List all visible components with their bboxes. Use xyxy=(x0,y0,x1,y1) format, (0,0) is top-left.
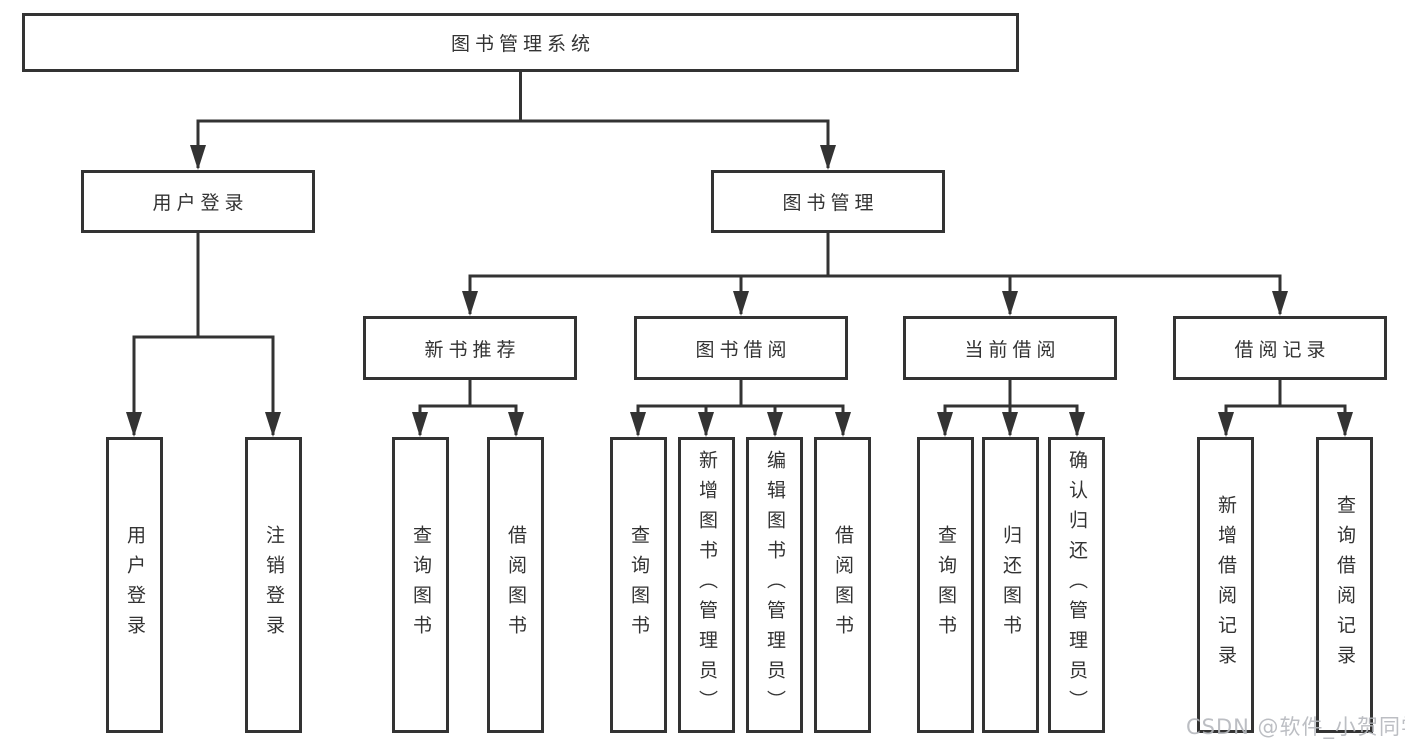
leaf-confirm-return-admin-label: 确认归还（管理员） xyxy=(1066,450,1088,720)
leaf-edit-book-admin: 编辑图书（管理员） xyxy=(746,437,803,733)
leaf-return-books-label: 归还图书 xyxy=(1000,525,1022,645)
leaf-add-book-admin: 新增图书（管理员） xyxy=(678,437,735,733)
leaf-add-borrow-record-label: 新增借阅记录 xyxy=(1215,495,1237,675)
leaf-borrow-books-borrowing: 借阅图书 xyxy=(814,437,871,733)
leaf-query-books-recommend: 查询图书 xyxy=(392,437,449,733)
leaf-query-books-borrowing: 查询图书 xyxy=(610,437,667,733)
csdn-watermark: CSDN @软件_小贺同学 xyxy=(1186,715,1405,739)
leaf-confirm-return-admin: 确认归还（管理员） xyxy=(1048,437,1105,733)
leaf-query-borrow-record: 查询借阅记录 xyxy=(1316,437,1373,733)
node-book-management: 图书管理 xyxy=(711,170,945,233)
leaf-borrow-books-borrowing-label: 借阅图书 xyxy=(832,525,854,645)
leaf-return-books: 归还图书 xyxy=(982,437,1039,733)
leaf-add-borrow-record: 新增借阅记录 xyxy=(1197,437,1254,733)
leaf-borrow-books-recommend-label: 借阅图书 xyxy=(505,525,527,645)
leaf-logout-label: 注销登录 xyxy=(263,525,285,645)
leaf-query-books-borrowing-label: 查询图书 xyxy=(628,525,650,645)
node-user-login-group: 用户登录 xyxy=(81,170,315,233)
leaf-query-books-current: 查询图书 xyxy=(917,437,974,733)
leaf-add-book-admin-label: 新增图书（管理员） xyxy=(696,450,718,720)
leaf-query-borrow-record-label: 查询借阅记录 xyxy=(1334,495,1356,675)
leaf-borrow-books-recommend: 借阅图书 xyxy=(487,437,544,733)
node-book-borrowing: 图书借阅 xyxy=(634,316,848,380)
node-borrowing-records: 借阅记录 xyxy=(1173,316,1387,380)
leaf-edit-book-admin-label: 编辑图书（管理员） xyxy=(764,450,786,720)
node-new-book-recommend: 新书推荐 xyxy=(363,316,577,380)
leaf-user-login: 用户登录 xyxy=(106,437,163,733)
leaf-user-login-label: 用户登录 xyxy=(124,525,146,645)
leaf-query-books-current-label: 查询图书 xyxy=(935,525,957,645)
leaf-logout: 注销登录 xyxy=(245,437,302,733)
node-library-management-system: 图书管理系统 xyxy=(22,13,1019,72)
node-current-borrowing: 当前借阅 xyxy=(903,316,1117,380)
leaf-query-books-recommend-label: 查询图书 xyxy=(410,525,432,645)
